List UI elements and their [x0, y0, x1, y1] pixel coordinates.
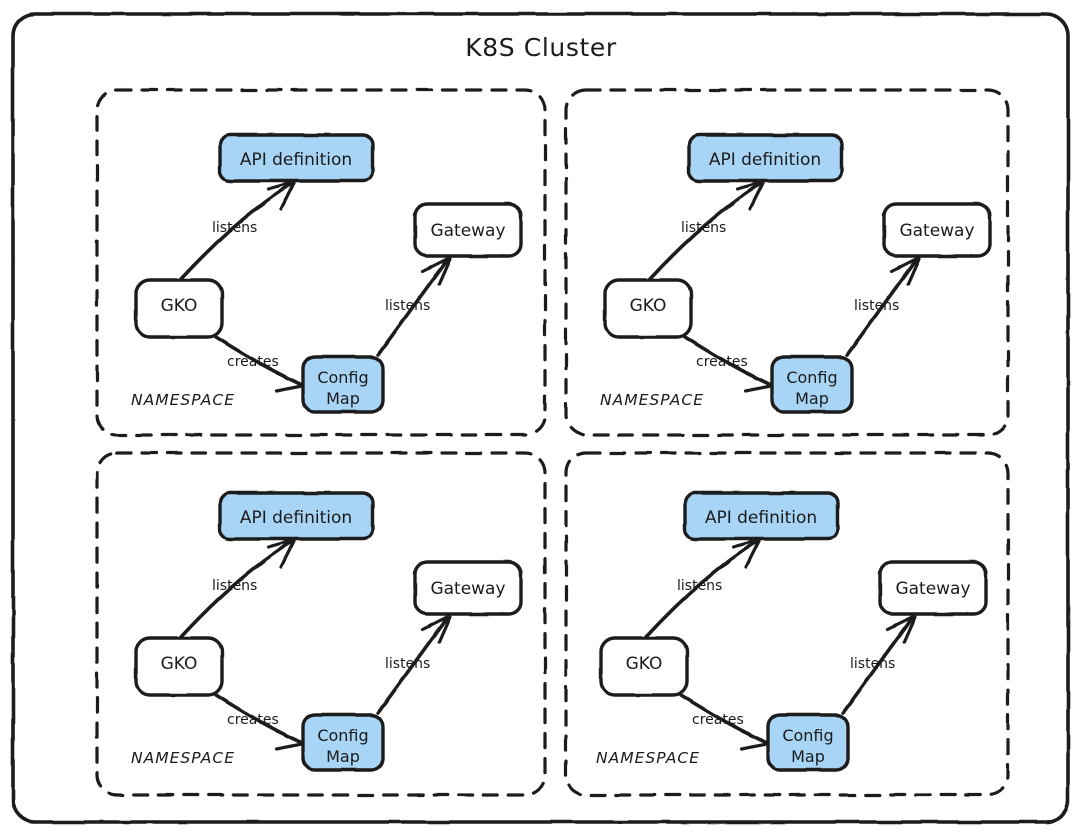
- namespace-3-graph: [136, 493, 521, 770]
- namespace-label: NAMESPACE: [131, 749, 235, 767]
- namespace-label: NAMESPACE: [600, 391, 704, 409]
- namespace-1-graph: [136, 135, 521, 412]
- namespace-label: NAMESPACE: [596, 749, 700, 767]
- namespace-label: NAMESPACE: [131, 391, 235, 409]
- namespace-box-4: [564, 451, 1010, 797]
- namespace-4-graph: [601, 493, 986, 770]
- namespace-box-1: [95, 88, 547, 437]
- cluster-border: [11, 12, 1070, 824]
- namespace-box-2: [564, 88, 1010, 437]
- cluster-title: K8S Cluster: [465, 33, 617, 62]
- namespace-box-3: [95, 451, 547, 797]
- namespace-2-graph: [605, 135, 990, 412]
